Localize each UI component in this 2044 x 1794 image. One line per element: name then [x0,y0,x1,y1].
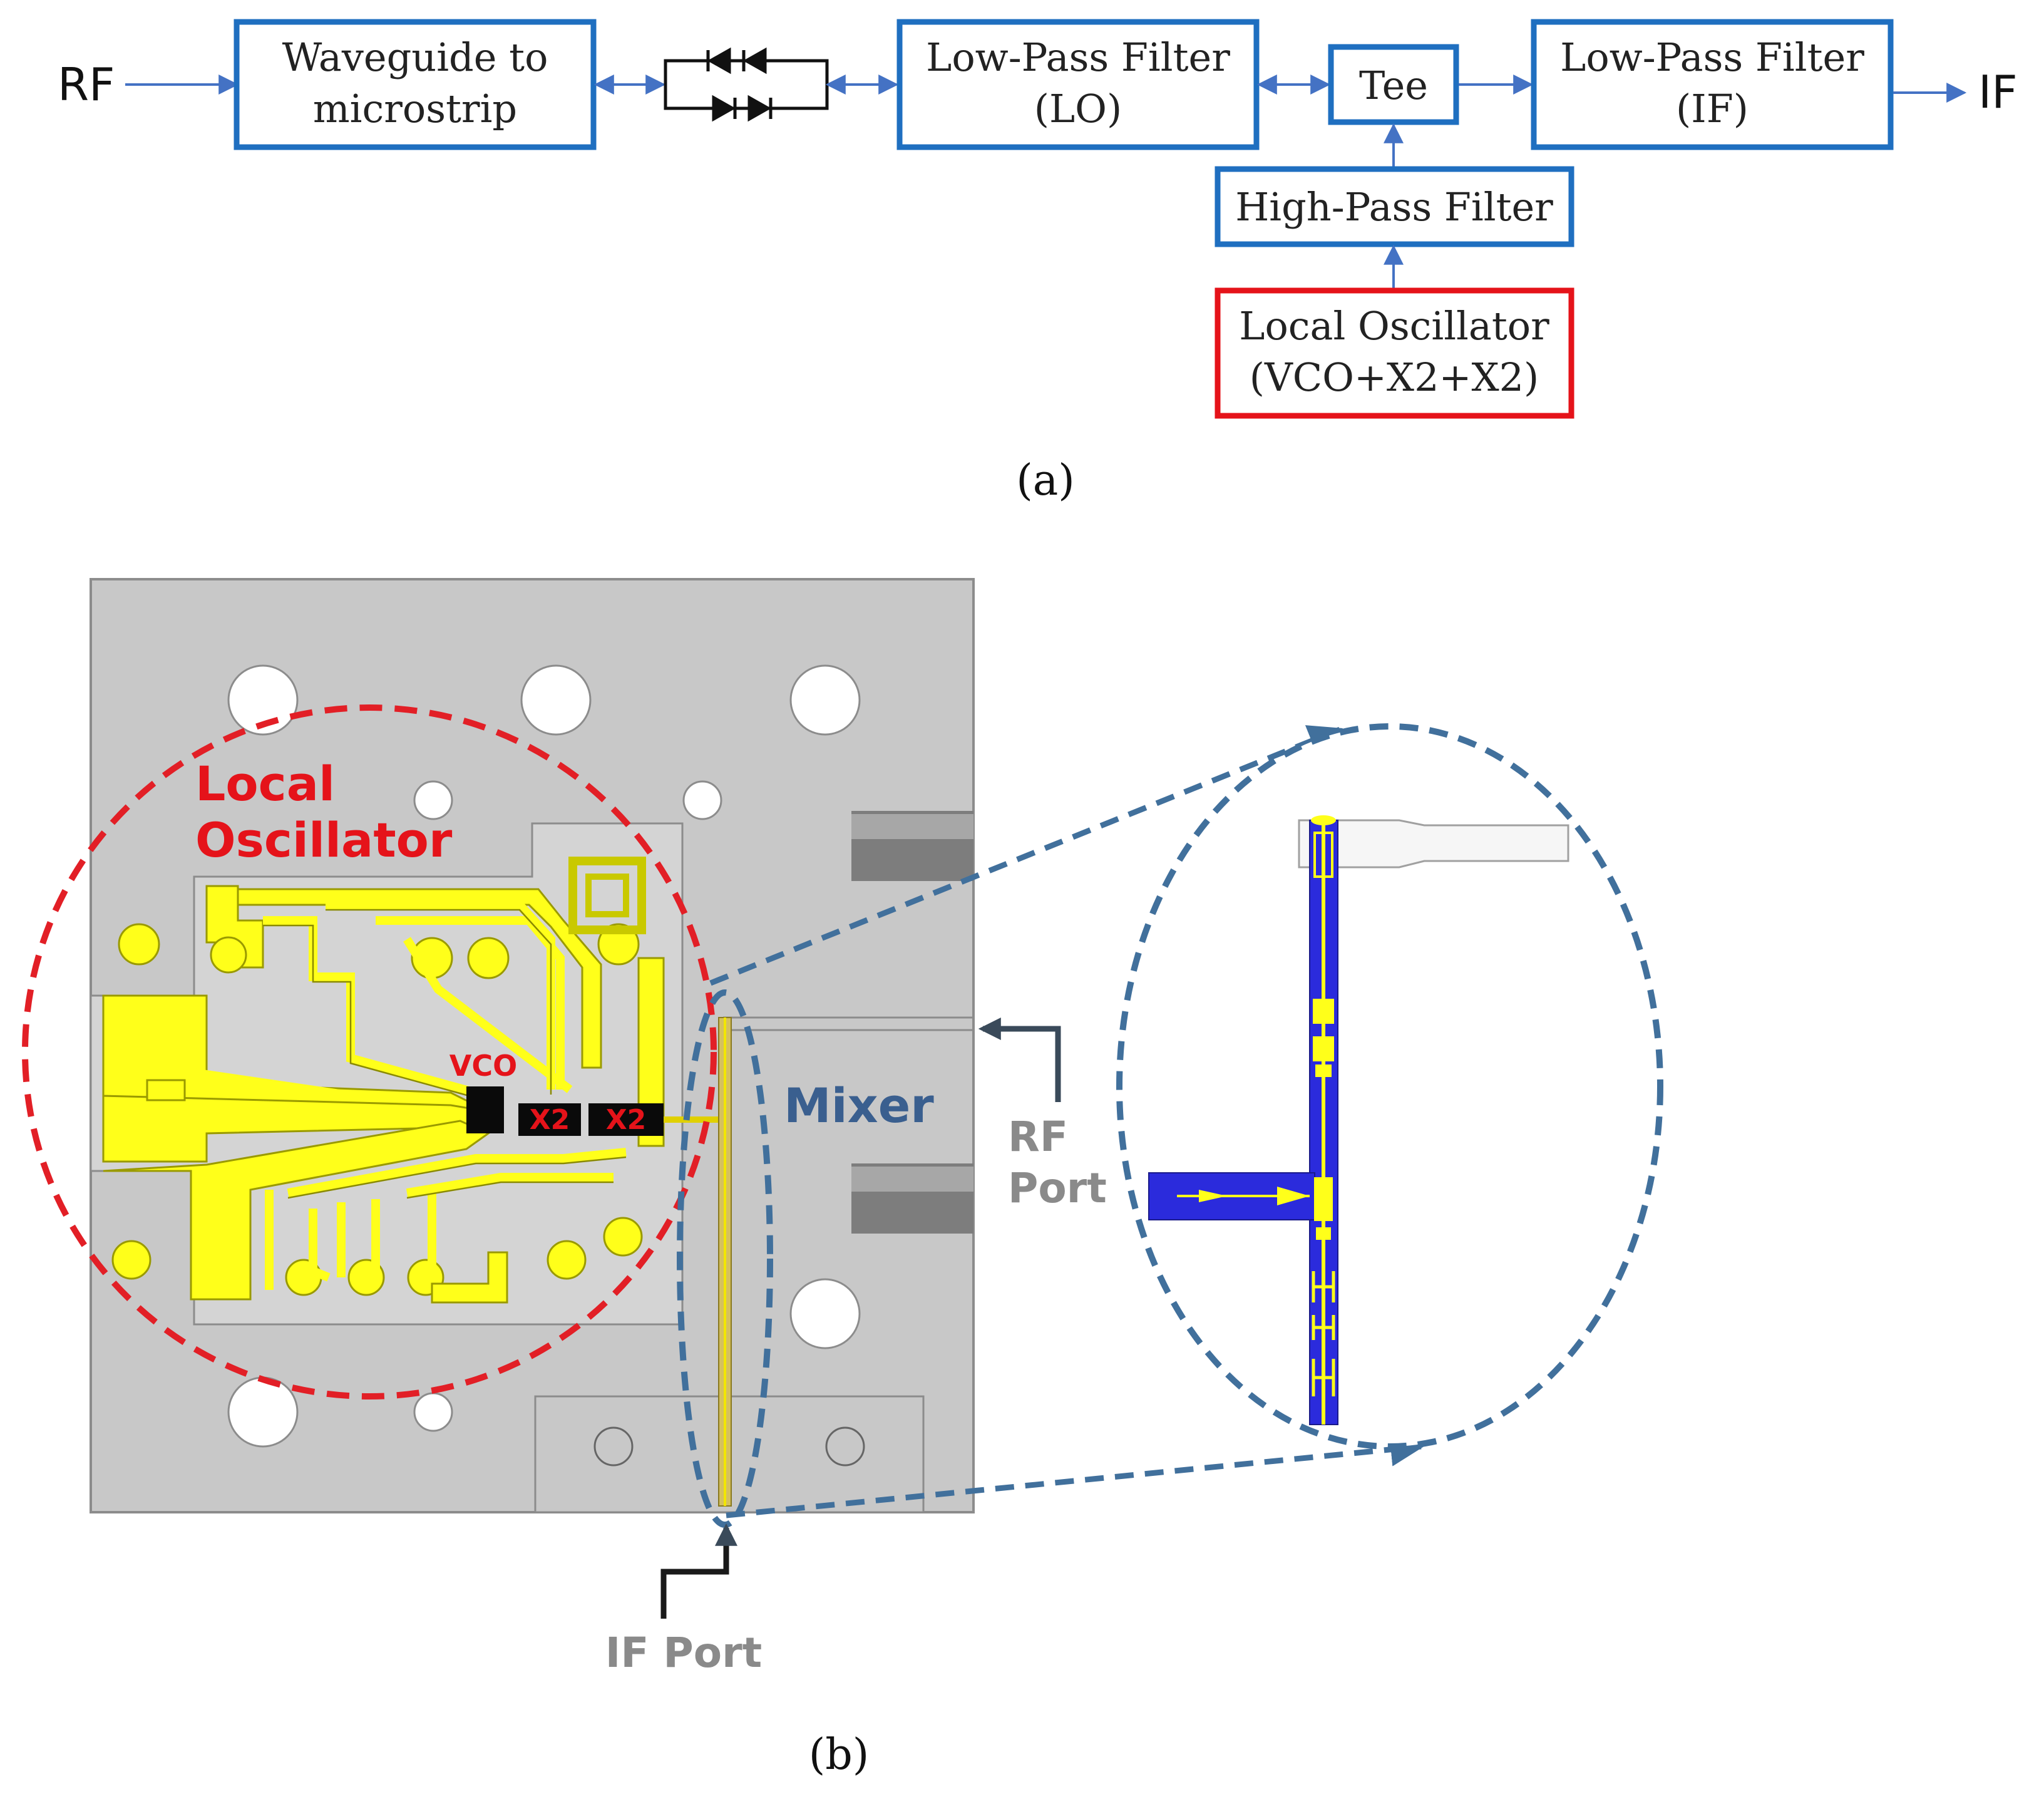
panel-a-label: (a) [1016,456,1075,505]
mixer-substrate-strip [718,1017,732,1507]
rf-input-label: RF [58,58,115,111]
block-waveguide-to-microstrip: Waveguide to microstrip [234,19,597,150]
doubler-1: X2 [518,1103,581,1136]
vco-chip [466,1086,504,1133]
block-lo-line2: (VCO+X2+X2) [1250,354,1539,400]
zoomed-mixer-circuit [1148,815,1569,1425]
block-tee-label: Tee [1359,63,1428,108]
if-port-pointer [660,1523,737,1619]
block-tee: Tee [1328,44,1459,125]
diode-pair-icon [664,47,829,122]
lo-bias-traces [263,900,627,1290]
if-output-label: IF [1978,66,2018,118]
lo-bias-trace-outlines [263,909,627,1199]
block-diagram: RF Waveguide to microstrip Low-Pass Filt… [58,19,2018,505]
local-oscillator-label-line2: Oscillator [195,812,453,868]
local-oscillator-label-line1: Local [195,756,335,812]
doubler-2-label: X2 [606,1104,647,1136]
mounting-holes [227,664,861,1448]
waveguide-stub-top [851,811,973,881]
block-low-pass-filter-lo: Low-Pass Filter (LO) [896,19,1260,150]
block-lpf-lo-line2: (LO) [1034,86,1122,131]
block-lpf-if-line2: (IF) [1676,86,1749,131]
vco-label: VCO [449,1049,517,1083]
rf-port-label-line1: RF [1008,1113,1068,1161]
waveguide-stub-bottom [851,1163,973,1234]
block-lpf-lo-line1: Low-Pass Filter [926,34,1230,80]
block-high-pass-filter: High-Pass Filter [1215,166,1574,247]
bottom-plate-screw-right [825,1426,865,1467]
block-waveguide-line1: Waveguide to [282,34,548,80]
rf-port-pointer [978,1018,1061,1102]
block-low-pass-filter-if: Low-Pass Filter (IF) [1531,19,1894,150]
panel-b-label: (b) [809,1730,870,1780]
block-waveguide-line2: microstrip [313,86,517,131]
layout-view: VCO X2 X2 Local Oscillator Mixer [22,578,1663,1780]
local-oscillator-highlight [22,704,717,1400]
block-lpf-if-line1: Low-Pass Filter [1560,34,1864,80]
mixer-zoom-ellipse [1116,723,1663,1450]
rf-port-label-line2: Port [1008,1164,1107,1212]
doubler-1-label: X2 [530,1104,570,1136]
block-lo-line1: Local Oscillator [1239,303,1549,349]
block-hpf-label: High-Pass Filter [1235,184,1553,230]
mixer-label: Mixer [784,1078,934,1133]
block-local-oscillator: Local Oscillator (VCO+X2+X2) [1215,287,1574,419]
zoom-waveguide-probe-outline [1298,819,1569,869]
zoom-connector-bottom [726,1432,1425,1518]
bottom-plate-screw-left [593,1426,634,1467]
zoom-connector-top [709,725,1343,986]
if-port-label: IF Port [605,1629,762,1677]
doubler-2: X2 [588,1103,664,1136]
